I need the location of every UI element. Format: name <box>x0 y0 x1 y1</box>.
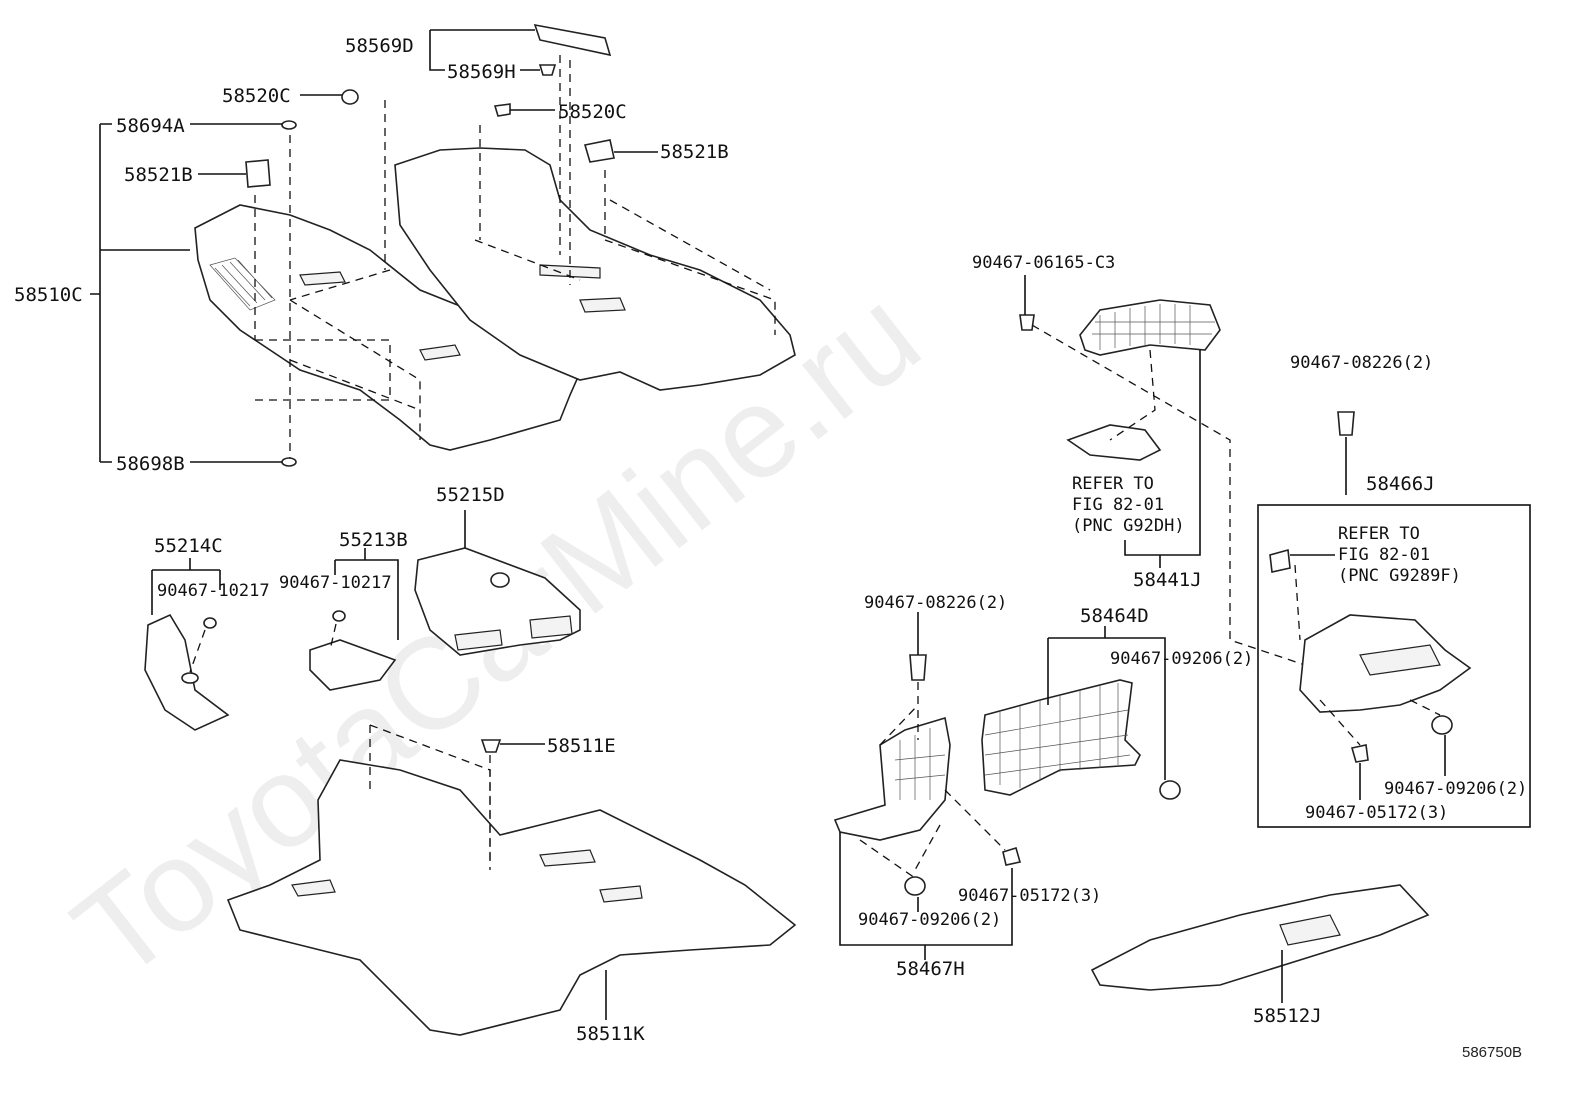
label-90467-09206-a: 90467-09206(2) <box>1110 649 1253 669</box>
group-box-58466J <box>1257 504 1531 828</box>
label-90467-08226-b: 90467-08226(2) <box>864 593 1007 613</box>
clip-90467-05172-a <box>1002 846 1022 866</box>
label-58464D: 58464D <box>1080 605 1149 627</box>
bracket-58521B-a <box>245 159 271 188</box>
label-90467-05172-b: 90467-05172(3) <box>1305 803 1448 823</box>
ref2-line1: REFER TO <box>1338 524 1420 544</box>
clip-58511E <box>480 739 502 753</box>
label-90467-08226-a: 90467-08226(2) <box>1290 353 1433 373</box>
label-58698B: 58698B <box>116 453 185 475</box>
clip-90467-09206-a <box>1159 780 1181 800</box>
clip-90467-10217-b <box>332 610 346 622</box>
label-58569H: 58569H <box>447 61 516 83</box>
label-90467-10217-a: 90467-10217 <box>157 581 270 601</box>
label-55213B: 55213B <box>339 529 408 551</box>
label-58512J: 58512J <box>1253 1005 1322 1027</box>
ref2-line2: FIG 82-01 <box>1338 545 1430 565</box>
label-55215D: 55215D <box>436 484 505 506</box>
label-90467-09206-b: 90467-09206(2) <box>1384 779 1527 799</box>
reference-part-g92dh <box>1066 424 1162 461</box>
floor-carpet-58511K <box>226 759 797 1036</box>
mat-55214C <box>144 613 230 731</box>
ref1-line1: REFER TO <box>1072 474 1154 494</box>
label-55214C: 55214C <box>154 535 223 557</box>
label-58521B-b: 58521B <box>660 141 729 163</box>
clip-90467-09206-c <box>904 876 926 896</box>
clip-58698B <box>281 457 297 467</box>
mat-55213B <box>309 639 397 691</box>
ref-part-g9289f <box>1269 548 1291 573</box>
panel-58441J <box>1079 299 1221 356</box>
clip-58569H <box>538 64 557 76</box>
ref2-line3: (PNC G9289F) <box>1338 566 1461 586</box>
clip-90467-09206-b <box>1431 715 1453 735</box>
clip-90467-05172-b <box>1350 744 1369 763</box>
mat-55215D <box>414 547 581 656</box>
label-58467H: 58467H <box>896 958 965 980</box>
label-58441J: 58441J <box>1133 569 1202 591</box>
clip-90467-08226-a <box>1337 411 1355 436</box>
label-90467-10217-b: 90467-10217 <box>279 573 392 593</box>
diagram-code: 586750B <box>1462 1044 1522 1061</box>
bracket-58521B-b <box>583 139 615 163</box>
clip-90467-06165-C3 <box>1019 314 1035 331</box>
panel-58467H <box>833 716 951 841</box>
label-58511E: 58511E <box>547 735 616 757</box>
clip-90467-10217-a <box>203 617 217 629</box>
label-58520C-a: 58520C <box>222 85 291 107</box>
panel-58464D <box>981 679 1141 796</box>
ref1-line3: (PNC G92DH) <box>1072 516 1185 536</box>
label-90467-05172-a: 90467-05172(3) <box>958 886 1101 906</box>
label-58466J: 58466J <box>1366 473 1435 495</box>
label-58569D: 58569D <box>345 35 414 57</box>
clip-58694A <box>281 120 297 130</box>
panel-58466J <box>1299 614 1472 713</box>
label-58510C: 58510C <box>14 284 83 306</box>
front-floor-carpet <box>194 147 796 451</box>
label-90467-09206-c: 90467-09206(2) <box>858 910 1001 930</box>
clip-58569D <box>533 23 612 57</box>
clip-90467-08226-b <box>909 654 927 681</box>
ref1-line2: FIG 82-01 <box>1072 495 1164 515</box>
label-58694A: 58694A <box>116 115 185 137</box>
clip-58520C-b <box>493 103 511 117</box>
label-58511K: 58511K <box>576 1023 645 1045</box>
plug-58520C-a <box>341 89 359 105</box>
label-58520C-b: 58520C <box>558 101 627 123</box>
label-58521B-a: 58521B <box>124 164 193 186</box>
panel-58512J <box>1090 884 1430 991</box>
label-90467-06165-C3: 90467-06165-C3 <box>972 253 1115 273</box>
